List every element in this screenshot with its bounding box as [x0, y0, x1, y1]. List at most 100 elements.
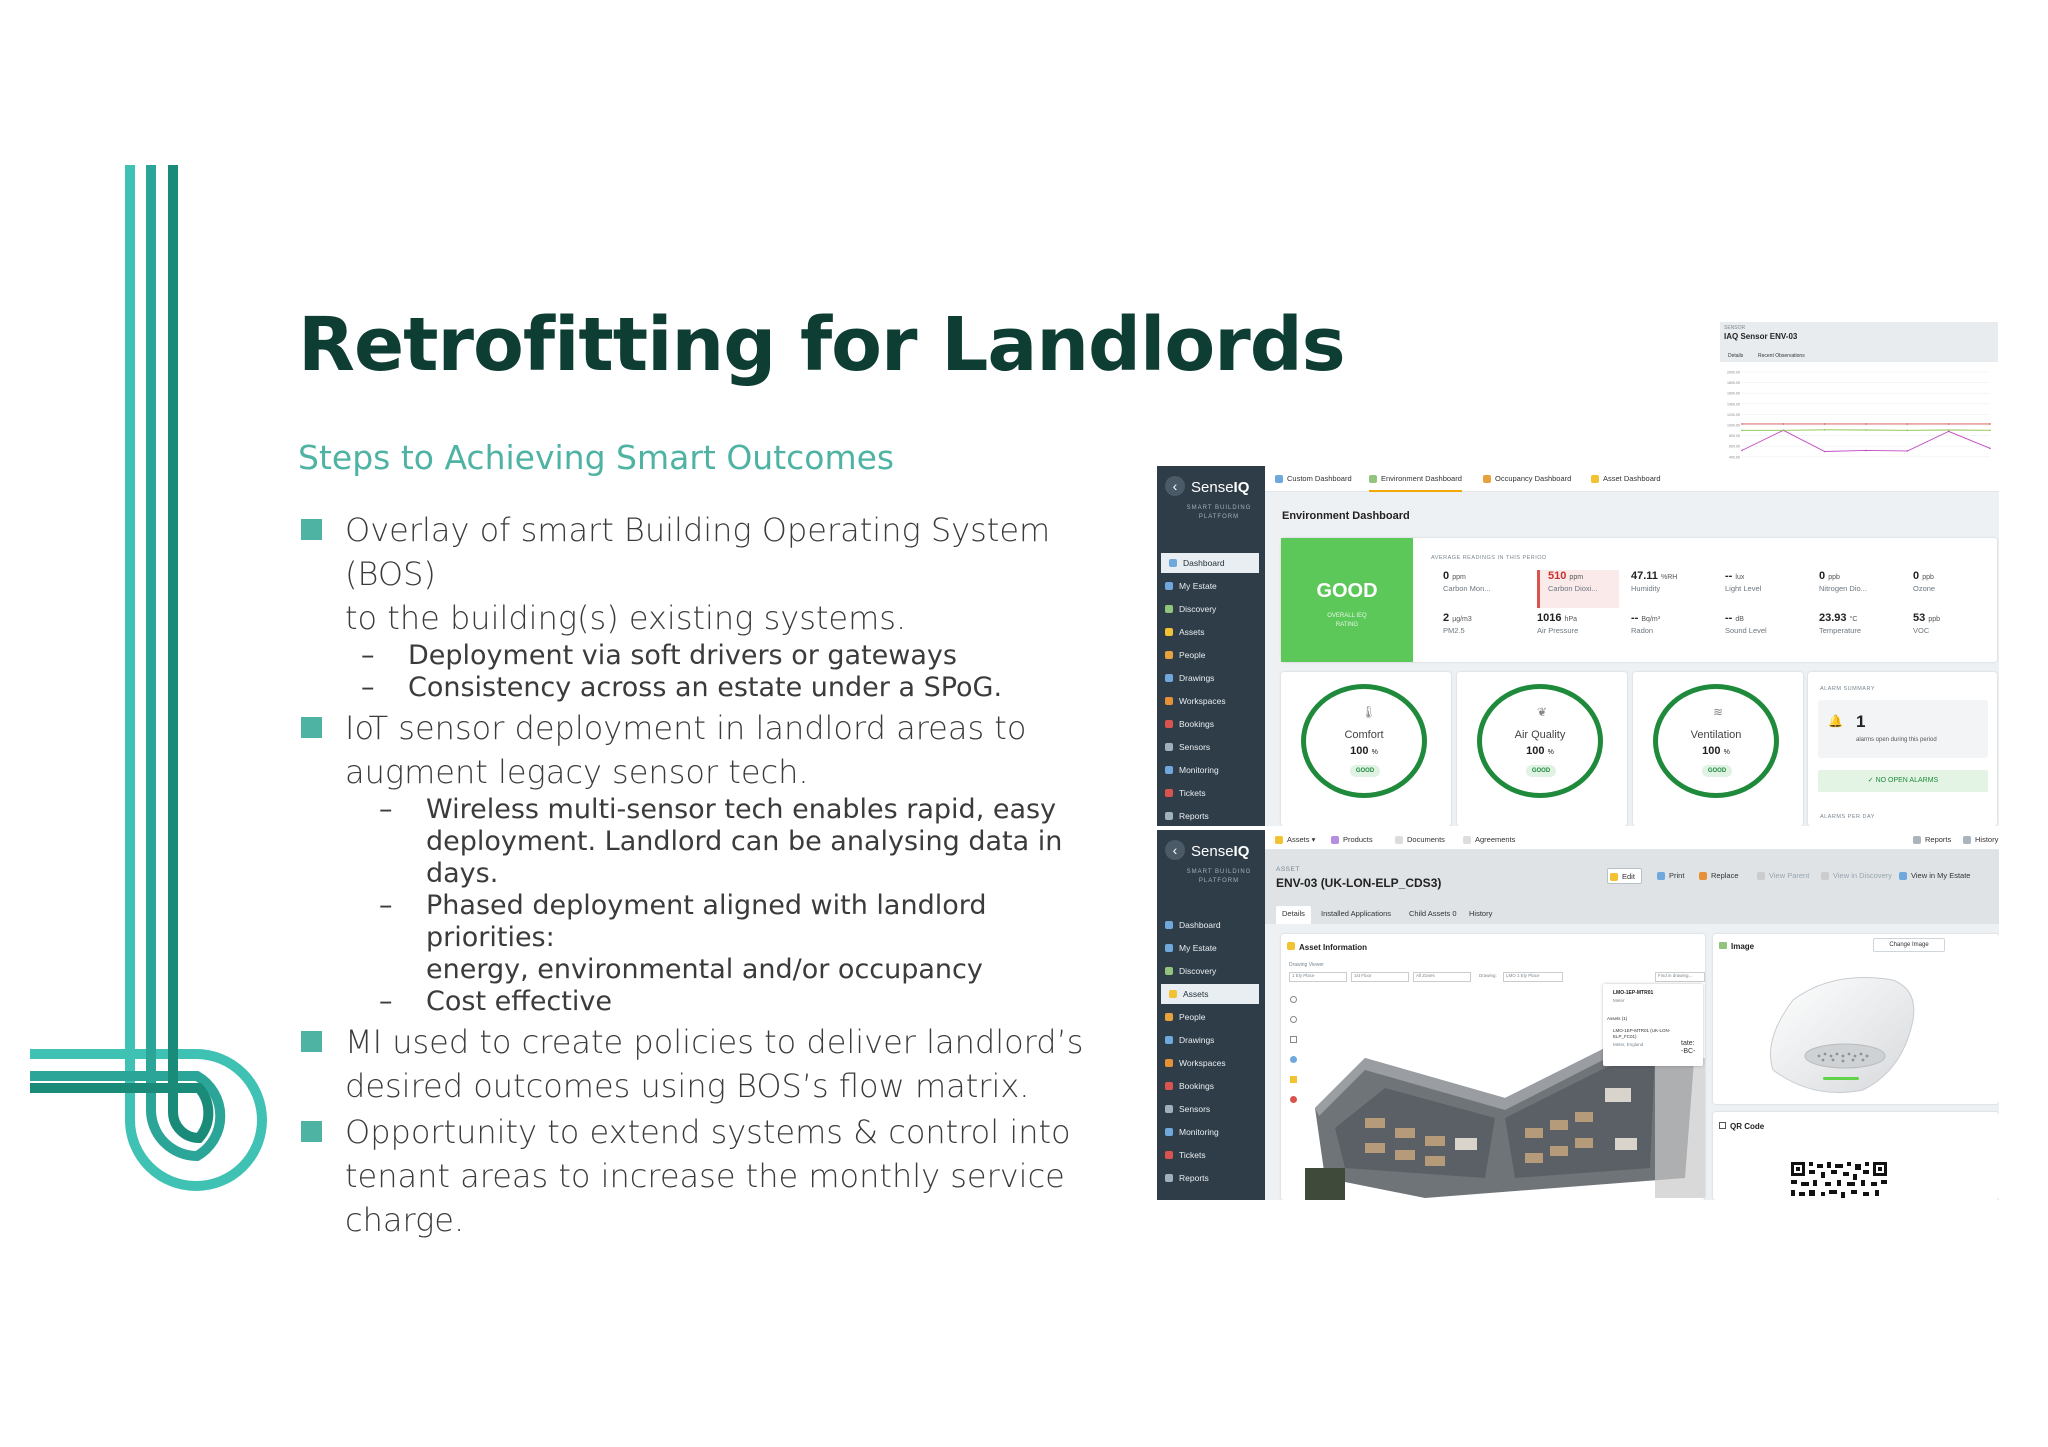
sidebar-item[interactable]: Bookings — [1157, 714, 1261, 734]
sidebar-item[interactable]: Dashboard — [1161, 553, 1259, 573]
topnav-reports[interactable]: Reports — [1913, 830, 1951, 850]
sidebar-icon — [1165, 697, 1173, 705]
asset-page-screenshot: ‹ SenseIQ SMART BUILDING PLATFORM Dashbo… — [1157, 830, 1999, 1200]
ieq-card: GOOD OVERALL IEQ RATING AVERAGE READINGS… — [1281, 538, 1997, 662]
sidebar-item[interactable]: People — [1157, 1007, 1261, 1027]
zone-select[interactable]: All Zones — [1413, 972, 1471, 982]
print-button[interactable]: Print — [1655, 868, 1684, 884]
topnav-assets[interactable]: Assets ▾ — [1275, 830, 1315, 850]
drawing-viewer-label: Drawing Viewer — [1289, 962, 1324, 968]
zoom-in-icon[interactable] — [1290, 996, 1297, 1003]
sidebar-item[interactable]: My Estate — [1157, 938, 1261, 958]
marker-icon[interactable] — [1290, 1076, 1297, 1083]
replace-button[interactable]: Replace — [1697, 868, 1739, 884]
sub-bullet-text-line: energy, environmental and/or occupancy — [426, 954, 983, 985]
sidebar-item[interactable]: Drawings — [1157, 668, 1261, 688]
tab-asset-dashboard[interactable]: Asset Dashboard — [1591, 466, 1661, 492]
building-select[interactable]: 1 Ely Place — [1289, 972, 1347, 982]
senseiq-logo: ‹ SenseIQ SMART BUILDING PLATFORM — [1165, 476, 1261, 526]
bullet-text-line: tenant areas to increase the monthly ser… — [345, 1157, 1065, 1195]
back-icon[interactable]: ‹ — [1165, 840, 1185, 860]
sidebar-item[interactable]: Workspaces — [1157, 1053, 1261, 1073]
gauge-label: Comfort — [1344, 729, 1384, 741]
sidebar-item[interactable]: Reports — [1157, 806, 1261, 826]
sidebar-item[interactable]: Sensors — [1157, 737, 1261, 757]
sidebar-item[interactable]: Assets — [1157, 622, 1261, 642]
topnav-products[interactable]: Products — [1331, 830, 1373, 850]
tab-label: Occupancy Dashboard — [1495, 474, 1572, 483]
gauge-value-line: 100 % — [1658, 745, 1774, 757]
sidebar-item[interactable]: Reports — [1157, 1168, 1261, 1188]
topnav-agreements[interactable]: Agreements — [1463, 830, 1515, 850]
tab-custom-dashboard[interactable]: Custom Dashboard — [1275, 466, 1352, 492]
popup-asset-name[interactable]: LMO-1EP-MTR01 (UK-LON-ELP_FC01) — [1613, 1028, 1671, 1039]
asset-tab[interactable]: Installed Applications — [1315, 906, 1397, 924]
change-image-button[interactable]: Change Image — [1873, 938, 1945, 952]
view-parent-button[interactable]: View Parent — [1755, 868, 1809, 884]
sidebar-item[interactable]: Monitoring — [1157, 1122, 1261, 1142]
alarm-count-box: 🔔 1 alarms open during this period — [1818, 700, 1988, 758]
asset-tab[interactable]: Details — [1276, 906, 1311, 924]
side-text: tate:-BC- — [1681, 1040, 1695, 1056]
tab-details[interactable]: Details — [1728, 353, 1744, 359]
action-label: Print — [1669, 871, 1685, 880]
sidebar-item[interactable]: Sensors — [1157, 1099, 1261, 1119]
tab-environment-dashboard[interactable]: Environment Dashboard — [1369, 466, 1462, 492]
drawing-select[interactable]: LMO 1 Ely Place — [1503, 972, 1563, 982]
sidebar-item[interactable]: Tickets — [1157, 1145, 1261, 1165]
asset-popup: LMO-1EP-MTR01 Meter Assets (1) LMO-1EP-M… — [1603, 984, 1703, 1066]
bullet-item: MI used to create policies to deliver la… — [298, 1020, 1118, 1108]
sidebar-item-label: Sensors — [1179, 1104, 1211, 1114]
action-label: View Parent — [1769, 871, 1810, 880]
sidebar-item-label: My Estate — [1179, 581, 1217, 591]
sidebar-item[interactable]: My Estate — [1157, 576, 1261, 596]
action-icon — [1899, 872, 1907, 880]
image-panel: Image Change Image — [1713, 934, 1999, 1104]
bullet-text-line: to the building(s) existing systems. — [345, 599, 907, 637]
sidebar-item-label: Tickets — [1179, 788, 1206, 798]
alarm-footer: ALARMS PER DAY — [1820, 814, 1875, 820]
sidebar-item[interactable]: Assets — [1161, 984, 1259, 1004]
topnav-history[interactable]: History — [1963, 830, 1998, 850]
floor-plan-3d[interactable] — [1305, 988, 1705, 1200]
viewer-filter-bar: 1 Ely Place 1st Floor All Zones Drawing:… — [1289, 970, 1705, 984]
bullet-text-line: charge. — [345, 1201, 465, 1239]
asset-tab[interactable]: History — [1463, 906, 1498, 924]
view-in-my-estate-button[interactable]: View in My Estate — [1897, 868, 1970, 884]
logo-line-outer — [30, 165, 267, 1192]
sidebar-item[interactable]: Bookings — [1157, 1076, 1261, 1096]
sidebar-item[interactable]: People — [1157, 645, 1261, 665]
pin-icon[interactable] — [1290, 1096, 1297, 1103]
tab-occupancy-dashboard[interactable]: Occupancy Dashboard — [1483, 466, 1571, 492]
asset-tab[interactable]: Child Assets 0 — [1403, 906, 1463, 924]
layers-icon[interactable] — [1290, 1056, 1297, 1063]
sidebar-item[interactable]: Tickets — [1157, 783, 1261, 803]
edit-button[interactable]: Edit — [1607, 868, 1642, 884]
view-in-discovery-button[interactable]: View in Discovery — [1819, 868, 1892, 884]
topnav-documents[interactable]: Documents — [1395, 830, 1445, 850]
series-point — [1989, 423, 1991, 425]
back-icon[interactable]: ‹ — [1165, 476, 1185, 496]
y-tick-label: 600.00 — [1729, 445, 1740, 449]
reading-value-line: 2 µg/m3 — [1443, 612, 1525, 624]
drawing-search-input[interactable]: Find in drawing... — [1655, 972, 1705, 982]
sidebar-item[interactable]: Workspaces — [1157, 691, 1261, 711]
sidebar-item[interactable]: Discovery — [1157, 961, 1261, 981]
sidebar-icon — [1165, 651, 1173, 659]
reading-label: Carbon Mon... — [1443, 584, 1491, 593]
fit-icon[interactable] — [1290, 1036, 1297, 1043]
sidebar-item[interactable]: Dashboard — [1157, 915, 1261, 935]
tab-recent-observations[interactable]: Recent Observations — [1758, 353, 1805, 359]
sidebar-item[interactable]: Monitoring — [1157, 760, 1261, 780]
floor-select[interactable]: 1st Floor — [1351, 972, 1409, 982]
qr-panel: QR Code — [1713, 1112, 1999, 1200]
reading-label: Carbon Dioxi... — [1548, 584, 1598, 593]
side-text-line: tate: — [1681, 1040, 1695, 1047]
sidebar-item[interactable]: Discovery — [1157, 599, 1261, 619]
sidebar-item[interactable]: Drawings — [1157, 1030, 1261, 1050]
sidebar-icon — [1165, 582, 1173, 590]
sensor-device-image — [1770, 977, 1915, 1093]
zoom-out-icon[interactable] — [1290, 1016, 1297, 1023]
series-point — [1741, 429, 1743, 432]
